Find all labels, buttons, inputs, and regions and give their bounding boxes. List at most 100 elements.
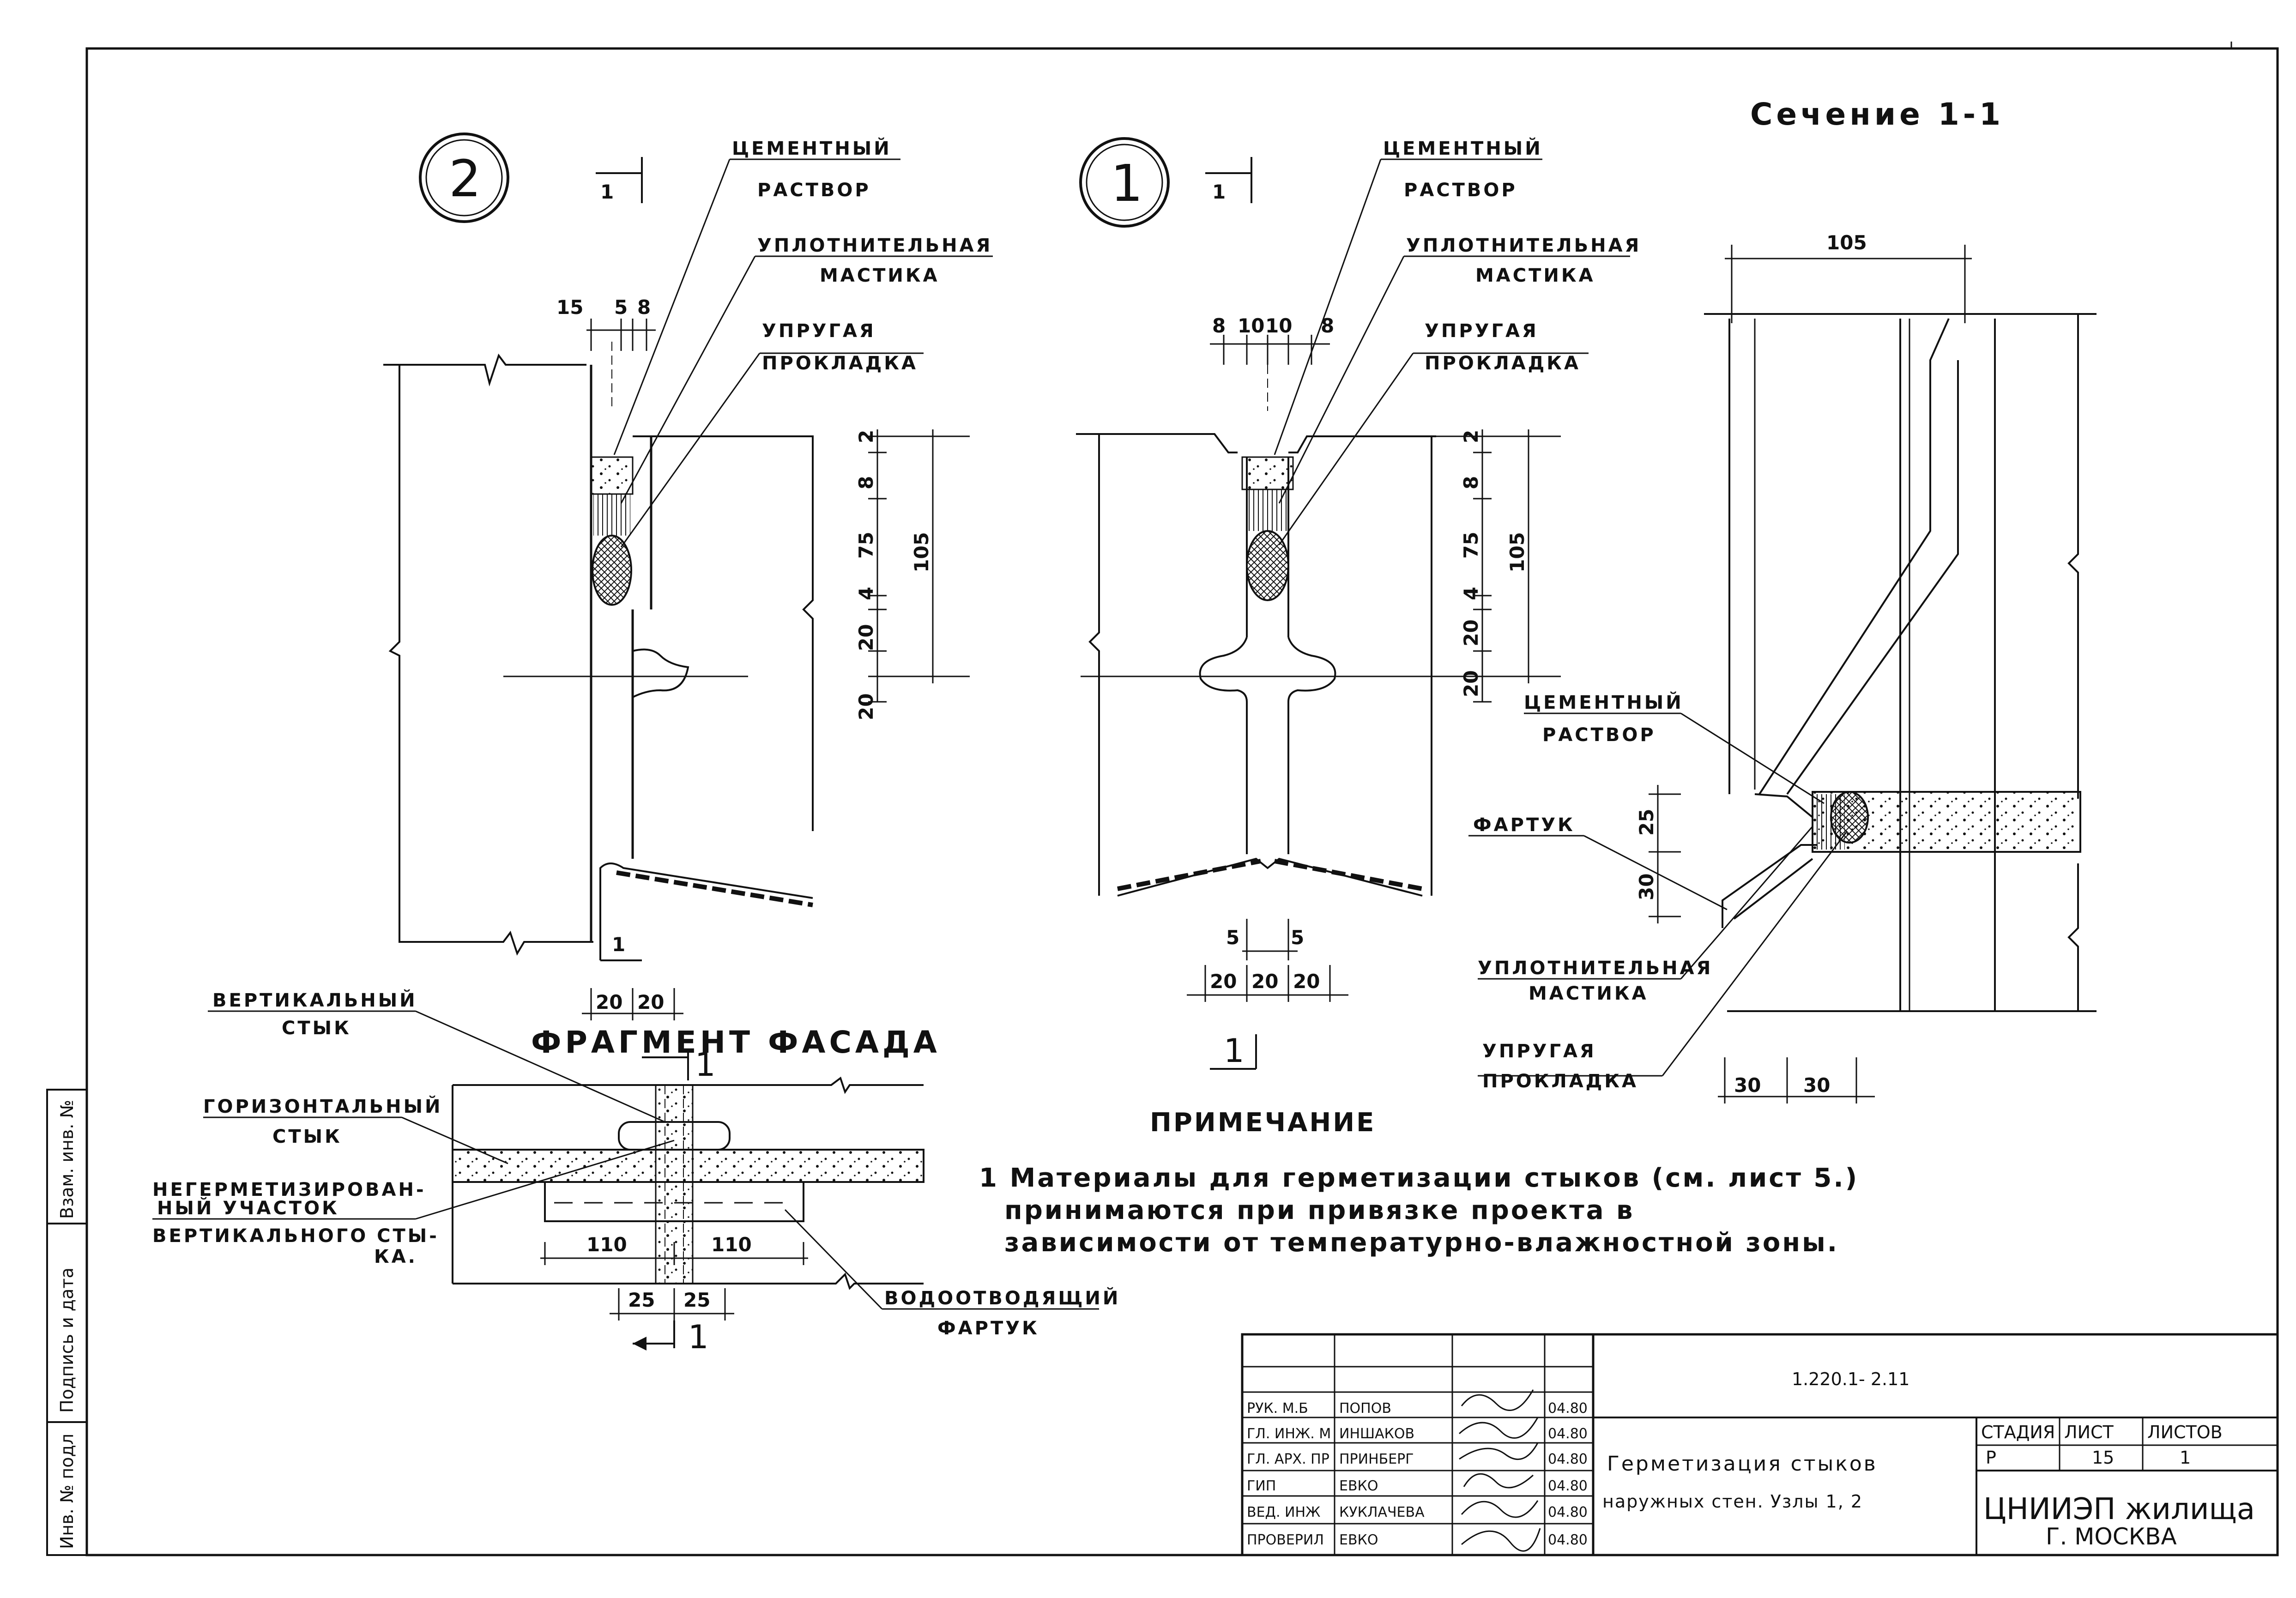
- signature-row: ВЕД. ИНЖ КУКЛАЧЕВА 04.80: [1247, 1504, 1588, 1520]
- node-2-label-mastic-2: МАСТИКА: [820, 265, 940, 286]
- row-2-name: ИНШАКОВ: [1339, 1426, 1414, 1442]
- section-dim-bottom-2: 30: [1803, 1074, 1830, 1097]
- section-dim-left-2: 30: [1635, 874, 1658, 900]
- note-title: ПРИМЕЧАНИЕ: [1150, 1108, 1376, 1138]
- node-2-dim-right-4: 4: [855, 587, 877, 600]
- section-dim-bottom-1: 30: [1734, 1074, 1761, 1097]
- row-4-date: 04.80: [1548, 1478, 1588, 1494]
- node-2-dim-right-2: 8: [855, 476, 877, 489]
- note-line-3: зависимости от температурно-влажностной …: [1004, 1228, 1839, 1258]
- node-2-cut-top: 1: [600, 181, 614, 203]
- facade-label-unsealed-4: КА.: [374, 1246, 417, 1267]
- facade-cut-top: 1: [695, 1046, 716, 1084]
- facade-title: ФРАГМЕНТ ФАСАДА: [531, 1025, 941, 1060]
- note-line-1: 1 Материалы для герметизации стыков (см.…: [979, 1163, 1859, 1193]
- node-2-dim-bottom-2: 20: [637, 991, 664, 1013]
- node-1-dim-top-1: 8: [1212, 314, 1226, 337]
- node-2-dim-right-7: 105: [910, 532, 933, 573]
- row-5-date: 04.80: [1548, 1504, 1588, 1520]
- node-1-dim-right-4: 4: [1460, 587, 1482, 600]
- node-2-dim-top-1: 15: [556, 296, 583, 319]
- row-1-date: 04.80: [1548, 1400, 1588, 1417]
- node-1-dim-bottom-3: 20: [1293, 970, 1320, 993]
- signature-row: ГЛ. ИНЖ. М ИНШАКОВ 04.80: [1247, 1426, 1588, 1442]
- node-2-label-mastic-1: УПЛОТНИТЕЛЬНАЯ: [757, 235, 992, 256]
- node-1-label-mastic-1: УПЛОТНИТЕЛЬНАЯ: [1406, 235, 1641, 256]
- row-5-role: ВЕД. ИНЖ: [1247, 1504, 1320, 1520]
- node-2-label-mortar-1: ЦЕМЕНТНЫЙ: [732, 137, 892, 159]
- facade-label-horizontal-1: ГОРИЗОНТАЛЬНЫЙ: [203, 1095, 443, 1117]
- note-block: ПРИМЕЧАНИЕ 1 Материалы для герметизации …: [979, 1108, 1859, 1258]
- node-2-detail: 2 1 1 ЦЕМЕНТНЫЙ: [383, 133, 993, 1020]
- node-1-label-mortar-2: РАСТВОР: [1404, 180, 1517, 201]
- row-5-name: КУКЛАЧЕВА: [1339, 1504, 1425, 1520]
- facade-label-drain-1: ВОДООТВОДЯЩИЙ: [884, 1287, 1120, 1309]
- sheet-frame: [85, 47, 2279, 1556]
- doc-code: 1.220.1- 2.11: [1792, 1369, 1909, 1389]
- node-2-dim-right-5: 20: [855, 624, 877, 651]
- node-1-detail: 1 1 ЦЕМЕНТНЫЙ РАСТВОР УПЛОТНИТЕЛЬНАЯ: [1076, 137, 1641, 1070]
- node-1-dim-top-2: 10: [1238, 314, 1264, 337]
- signature-row: ГЛ. АРХ. ПР ПРИНБЕРГ 04.80: [1247, 1451, 1588, 1467]
- section-label-gasket-2: ПРОКЛАДКА: [1482, 1071, 1638, 1092]
- row-6-role: ПРОВЕРИЛ: [1247, 1532, 1324, 1548]
- signature-row: РУК. М.Б ПОПОВ 04.80: [1247, 1400, 1588, 1417]
- signature-row: ПРОВЕРИЛ ЕВКО 04.80: [1247, 1532, 1588, 1548]
- node-1-dim-right-2: 8: [1460, 476, 1482, 489]
- node-2-dim-right-1: 2: [855, 430, 877, 443]
- row-6-name: ЕВКО: [1339, 1532, 1378, 1548]
- side-stamp: Взам. инв. № Подпись и дата Инв. № подл: [46, 1089, 88, 1556]
- node-1-dim-top-4: 8: [1321, 314, 1334, 337]
- facade-cut-bottom: 1: [688, 1318, 709, 1356]
- facade-label-vertical-2: СТЫК: [282, 1018, 351, 1039]
- row-4-name: ЕВКО: [1339, 1478, 1378, 1494]
- row-3-name: ПРИНБЕРГ: [1339, 1451, 1414, 1467]
- org-name: ЦНИИЭП жилища: [1983, 1492, 2255, 1526]
- node-1-dim-small-1: 5: [1226, 926, 1239, 949]
- handwritten-signatures: [1458, 1389, 1541, 1552]
- section-label-mastic-1: УПЛОТНИТЕЛЬНАЯ: [1478, 958, 1713, 979]
- section-label-mortar-1: ЦЕМЕНТНЫЙ: [1524, 691, 1684, 713]
- sheet-title-1: Герметизация стыков: [1607, 1452, 1878, 1476]
- facade-dim-4: 25: [683, 1289, 710, 1311]
- stage-label: СТАДИЯ: [1981, 1422, 2055, 1442]
- node-2-dim-right-6: 20: [855, 693, 877, 720]
- section-dim-left-1: 25: [1635, 809, 1658, 836]
- sheet-value: 15: [2092, 1447, 2114, 1468]
- node-1-dim-right-7: 105: [1506, 532, 1529, 573]
- sheets-value: 1: [2180, 1447, 2191, 1468]
- section-title: Сечение 1-1: [1750, 96, 2004, 132]
- section-label-mastic-2: МАСТИКА: [1529, 983, 1649, 1004]
- node-1-number: 1: [1111, 154, 1143, 213]
- node-1-label-mortar-1: ЦЕМЕНТНЫЙ: [1383, 137, 1543, 159]
- section-label-mortar-2: РАСТВОР: [1542, 724, 1656, 746]
- facade-dim-3: 25: [628, 1289, 655, 1311]
- row-4-role: ГИП: [1247, 1478, 1276, 1494]
- row-1-role: РУК. М.Б: [1247, 1400, 1308, 1417]
- sheet-label: ЛИСТ: [2064, 1422, 2114, 1442]
- node-1-dim-top-3: 10: [1265, 314, 1292, 337]
- node-2-circle: [419, 133, 509, 223]
- section-1-1-detail: 105 25 30 30 30: [1468, 231, 2097, 1104]
- node-2-dim-right-3: 75: [855, 532, 877, 559]
- node-2-label-gasket-1: УПРУГАЯ: [762, 320, 876, 342]
- node-2-dim-bottom-1: 20: [596, 991, 622, 1013]
- section-dim-top: 105: [1826, 231, 1867, 254]
- node-1-circle: [1079, 137, 1170, 228]
- node-1-label-gasket-1: УПРУГАЯ: [1425, 320, 1539, 342]
- section-label-gasket-1: УПРУГАЯ: [1482, 1041, 1596, 1062]
- org-city: Г. МОСКВА: [2046, 1523, 2177, 1550]
- row-2-role: ГЛ. ИНЖ. М: [1247, 1426, 1331, 1442]
- facade-dim-1: 110: [586, 1233, 627, 1256]
- signature-row: ГИП ЕВКО 04.80: [1247, 1478, 1588, 1494]
- sheets-label: ЛИСТОВ: [2147, 1422, 2223, 1442]
- node-1-dim-right-3: 75: [1460, 532, 1482, 559]
- node-1-dim-bottom-1: 20: [1210, 970, 1237, 993]
- side-stamp-sign-date: Подпись и дата: [57, 1267, 77, 1413]
- node-1-dim-right-5: 20: [1460, 620, 1482, 646]
- note-line-2: принимаются при привязке проекта в: [1004, 1195, 1634, 1225]
- facade-label-vertical-1: ВЕРТИКАЛЬНЫЙ: [212, 989, 417, 1011]
- facade-label-drain-2: ФАРТУК: [937, 1318, 1039, 1339]
- node-1-label-mastic-2: МАСТИКА: [1475, 265, 1595, 286]
